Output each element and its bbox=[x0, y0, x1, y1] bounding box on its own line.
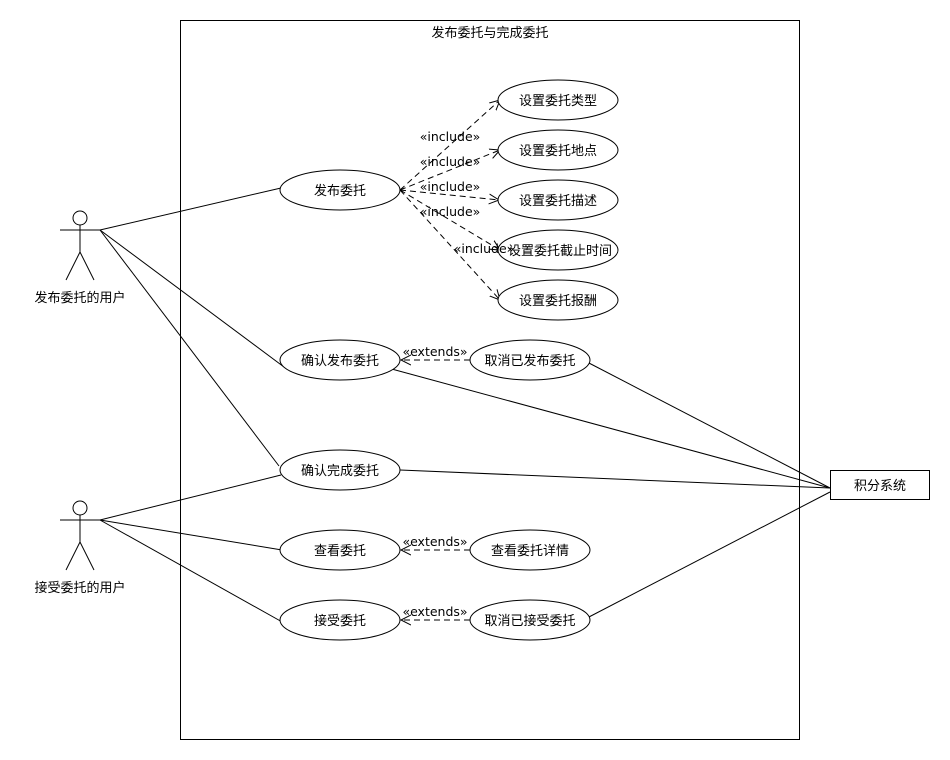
use-case-cancel-published[interactable]: 取消已发布委托 bbox=[469, 339, 591, 381]
use-case-publish[interactable]: 发布委托 bbox=[279, 169, 401, 211]
association-line bbox=[387, 367, 831, 489]
stick-figure-icon bbox=[60, 500, 100, 571]
include-label: «include» bbox=[420, 129, 481, 144]
use-case-label: 查看委托详情 bbox=[491, 543, 569, 559]
actor-label: 发布委托的用户 bbox=[34, 290, 125, 306]
use-case-set-location[interactable]: 设置委托地点 bbox=[497, 129, 619, 171]
extends-label: «extends» bbox=[402, 604, 467, 619]
use-case-view[interactable]: 查看委托 bbox=[279, 529, 401, 571]
extends-label: «extends» bbox=[402, 344, 467, 359]
use-case-accept[interactable]: 接受委托 bbox=[279, 599, 401, 641]
extends-label: «extends» bbox=[402, 534, 467, 549]
association-line bbox=[586, 491, 831, 619]
actor-label: 接受委托的用户 bbox=[34, 580, 125, 596]
use-case-label: 设置委托报酬 bbox=[519, 294, 597, 309]
include-label: «include» bbox=[454, 241, 515, 256]
use-case-confirm-publish[interactable]: 确认发布委托 bbox=[279, 339, 401, 381]
use-case-label: 设置委托截止时间 bbox=[508, 244, 612, 259]
external-system-points[interactable]: 积分系统 bbox=[830, 470, 930, 500]
stick-figure-icon bbox=[60, 210, 100, 281]
include-arrow bbox=[399, 189, 500, 300]
use-case-set-deadline[interactable]: 设置委托截止时间 bbox=[497, 229, 619, 271]
include-label: «include» bbox=[420, 179, 481, 194]
association-line bbox=[99, 474, 282, 521]
use-case-label: 取消已接受委托 bbox=[484, 613, 575, 629]
actor-publisher[interactable]: 发布委托的用户 bbox=[34, 210, 126, 306]
use-case-label: 查看委托 bbox=[314, 543, 366, 559]
association-line bbox=[399, 469, 831, 489]
association-line bbox=[99, 187, 282, 231]
use-case-label: 设置委托类型 bbox=[519, 94, 597, 109]
use-case-view-detail[interactable]: 查看委托详情 bbox=[469, 529, 591, 571]
association-line bbox=[99, 519, 285, 624]
use-case-label: 取消已发布委托 bbox=[484, 353, 575, 369]
system-title: 发布委托与完成委托 bbox=[431, 25, 548, 41]
use-case-label: 确认完成委托 bbox=[301, 464, 379, 479]
include-arrow bbox=[399, 100, 500, 191]
external-system-label: 积分系统 bbox=[854, 479, 906, 494]
association-line bbox=[586, 361, 831, 489]
use-case-label: 发布委托 bbox=[314, 183, 366, 199]
actor-acceptor[interactable]: 接受委托的用户 bbox=[34, 500, 126, 596]
include-arrow bbox=[399, 189, 499, 200]
use-case-set-reward[interactable]: 设置委托报酬 bbox=[497, 279, 619, 321]
include-arrow bbox=[399, 150, 500, 191]
use-case-label: 确认发布委托 bbox=[301, 353, 379, 369]
use-case-cancel-accepted[interactable]: 取消已接受委托 bbox=[469, 599, 591, 641]
association-line bbox=[99, 519, 283, 551]
include-label: «include» bbox=[420, 154, 481, 169]
use-case-label: 接受委托 bbox=[314, 613, 366, 629]
association-line bbox=[99, 229, 285, 368]
include-label: «include» bbox=[420, 204, 481, 219]
association-line bbox=[99, 229, 280, 467]
use-case-set-type[interactable]: 设置委托类型 bbox=[497, 79, 619, 121]
include-dependencies bbox=[399, 100, 500, 300]
use-case-set-description[interactable]: 设置委托描述 bbox=[497, 179, 619, 221]
extends-dependencies bbox=[401, 360, 470, 620]
associations bbox=[99, 187, 831, 624]
use-case-confirm-complete[interactable]: 确认完成委托 bbox=[279, 449, 401, 491]
use-case-label: 设置委托地点 bbox=[519, 144, 597, 159]
use-case-label: 设置委托描述 bbox=[519, 194, 597, 209]
